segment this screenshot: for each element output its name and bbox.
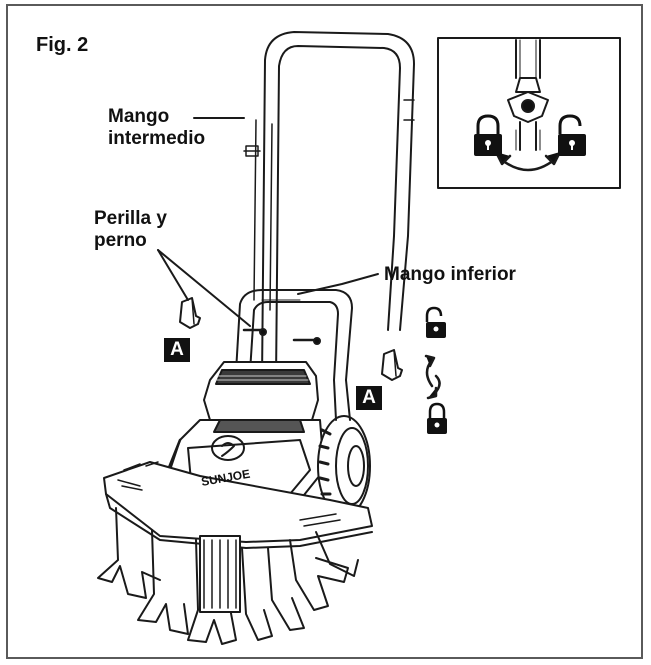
- label-mid-handle-line2: intermedio: [108, 128, 206, 149]
- label-lower-handle: Mango inferior: [384, 264, 516, 285]
- lower-handle: [235, 289, 353, 381]
- inset-knob-detail: [507, 39, 549, 151]
- part-tag-left: A: [164, 338, 190, 362]
- label-knob-bolt-line1: Perilla y: [94, 208, 167, 229]
- leader-lines: [157, 117, 379, 327]
- lock-open-icon-side: [425, 306, 446, 338]
- rotate-arrows-icon-side: [424, 354, 441, 400]
- rotate-arrows-icon: [494, 150, 562, 172]
- inset-box: [437, 37, 621, 189]
- wheel: [317, 415, 371, 517]
- lock-open-icon: [558, 114, 586, 156]
- knob-bolt-left: [179, 297, 201, 329]
- figure-title: Fig. 2: [36, 34, 89, 56]
- upper-handle: [261, 31, 415, 381]
- label-mid-handle-line1: Mango: [108, 106, 170, 127]
- part-tag-right: A: [356, 386, 382, 410]
- lock-closed-icon: [474, 114, 502, 156]
- label-knob-bolt-line2: perno: [94, 230, 147, 251]
- knob-bolt-right: [381, 349, 403, 381]
- lock-closed-icon-side: [427, 402, 447, 434]
- tines: [97, 507, 359, 645]
- motor-housing: [166, 361, 325, 513]
- bolts: [242, 328, 321, 345]
